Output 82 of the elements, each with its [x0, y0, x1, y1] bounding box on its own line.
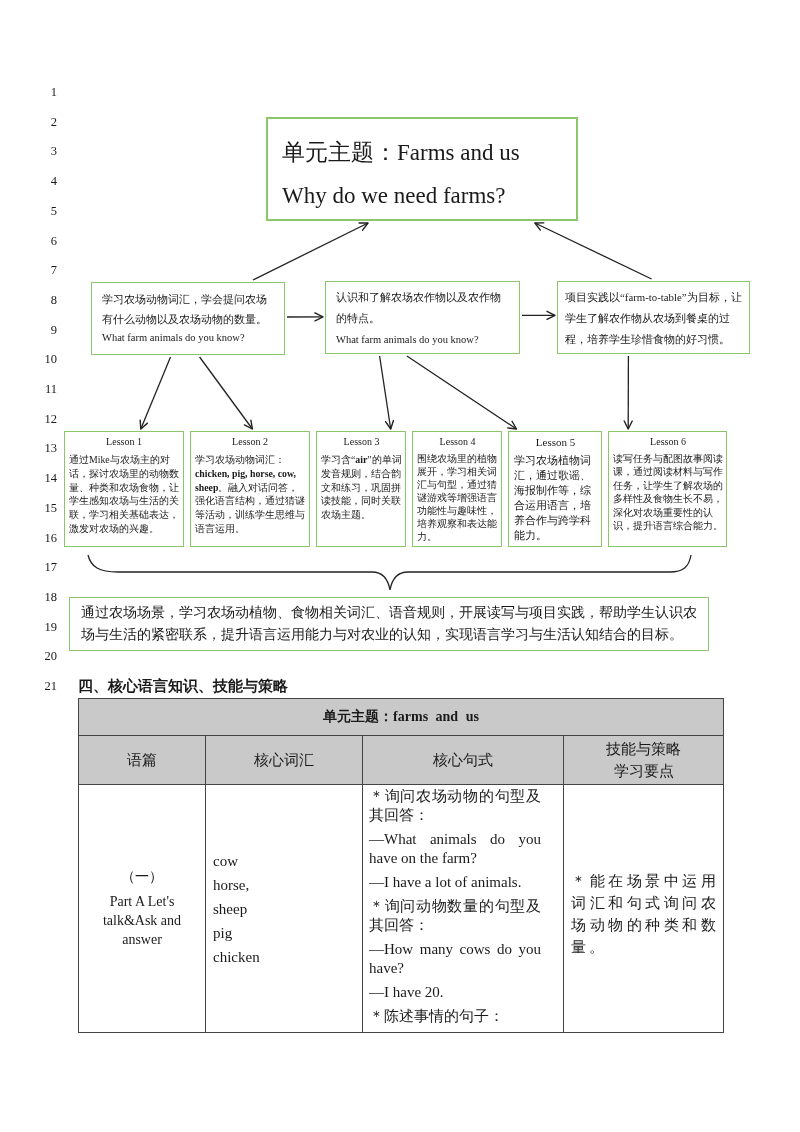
- line-number: 8: [50, 291, 57, 308]
- goal-box: [557, 281, 750, 354]
- lesson-box: [412, 431, 502, 547]
- lesson-title: Lesson 2: [232, 435, 268, 449]
- sentence-pattern: —I have a lot of animals.: [369, 873, 522, 892]
- section-heading: 四、核心语言知识、技能与策略: [78, 677, 288, 695]
- column-header: 核心句式: [362, 735, 564, 785]
- line-number: 12: [44, 410, 57, 427]
- goal-text: 学习农场动物词汇，学会提问农场有什么动物以及农场动物的数量。: [102, 292, 268, 327]
- line-number: 4: [50, 173, 57, 190]
- arrow: [406, 355, 518, 430]
- lesson-description: 读写任务与配图故事阅读课，通过阅读材料与写作任务，让学生了解农场的多样性及食物生长不易，深化对农场重要性的认识，提升语言综合能力。: [613, 452, 723, 533]
- line-number: 9: [50, 321, 57, 338]
- theme-title: 单元主题：Farms and us: [282, 139, 520, 167]
- line-number: 15: [44, 499, 57, 516]
- column-header: 语篇: [78, 735, 206, 785]
- guiding-question: Why do we need farms?: [282, 182, 506, 210]
- arrow: [623, 355, 633, 430]
- lesson-description: 学习含“air”的单词发音规则，结合韵文和练习，巩固拼读技能，同时关联农场主题。: [321, 453, 402, 522]
- sentence-pattern: ＊询问动物数量的句型及其回答：: [369, 897, 541, 935]
- vocabulary-word: pig: [213, 923, 233, 943]
- line-number: 14: [44, 470, 57, 487]
- lesson-title: Lesson 6: [650, 435, 686, 449]
- lesson-box: [608, 431, 727, 547]
- line-number: 13: [44, 440, 57, 457]
- part-number: （一）: [121, 868, 163, 886]
- lesson-box: [190, 431, 310, 547]
- lesson-box: [64, 431, 184, 547]
- lesson-title: Lesson 5: [535, 435, 576, 450]
- goal-text: 项目实践以“farm-to-table”为目标，让学生了解农作物从农场到餐桌的过程，培养学生珍惜食物的好习惯。: [565, 290, 743, 347]
- arrow: [139, 356, 172, 430]
- lesson-box: [316, 431, 406, 547]
- line-number: 1: [50, 84, 57, 100]
- lesson-title: Lesson 1: [106, 435, 142, 449]
- vocabulary-word: cow: [213, 851, 238, 871]
- guiding-question: What farm animals do you know?: [336, 333, 479, 347]
- goal-text: 认识和了解农场农作物以及农作物的特点。: [336, 290, 502, 326]
- line-number: 10: [44, 351, 57, 368]
- line-number: 3: [50, 143, 57, 160]
- line-number: 21: [44, 678, 57, 694]
- lesson-description: 围绕农场里的植物展开，学习相关词汇与句型，通过猜谜游戏等增强语言功能性与趣味性，培养观察和表达能力。: [417, 452, 498, 543]
- table-title: 单元主题：farms and us: [78, 698, 724, 736]
- vocabulary-word: horse,: [213, 875, 250, 895]
- line-number: 6: [50, 232, 57, 249]
- arrow: [252, 222, 369, 281]
- vocabulary-word: chicken: [213, 947, 260, 967]
- summary-text: 通过农场场景，学习农场动植物、食物相关词汇、语音规则，开展读写与项目实践，帮助学生认识农场与生活的紧密联系，提升语言运用能力与对农业的认知，实现语言学习与生活认知结合的目标。: [81, 604, 698, 644]
- lesson-title: Lesson 3: [343, 435, 380, 449]
- arrow: [378, 355, 395, 430]
- sentence-pattern: ＊询问农场动物的句型及其回答：: [369, 787, 541, 825]
- line-number: 16: [44, 529, 57, 546]
- column-header: 技能与策略学习要点: [563, 735, 724, 785]
- summary-box: [69, 597, 709, 651]
- line-number: 20: [44, 648, 57, 665]
- lesson-description: 学习农场动物词汇：chicken, pig, horse, cow, sheep。融入对话问答，强化语言结构，通过猜谜等活动，训练学生思维与语言运用。: [195, 453, 305, 536]
- line-number: 17: [44, 559, 57, 576]
- line-number: 5: [50, 202, 57, 219]
- theme-box: [266, 117, 578, 221]
- lesson-title: Lesson 4: [439, 435, 476, 449]
- line-number: 11: [44, 381, 57, 397]
- lesson-description: 通过Mike与农场主的对话，探讨农场里的动物数量、种类和农场食物，让学生感知农场与生活的关联，学习相关基础表达，激发对农场的兴趣。: [69, 453, 179, 536]
- vocabulary-word: sheep: [213, 899, 248, 919]
- goal-box: [91, 282, 285, 355]
- line-number: 7: [50, 262, 57, 279]
- line-number: 18: [44, 588, 57, 605]
- line-number: 2: [50, 113, 57, 130]
- sentence-pattern: —What animals do you have on the farm?: [369, 830, 541, 868]
- guiding-question: What farm animals do you know?: [102, 331, 245, 345]
- skill-note: ＊能在场景中运用词汇和句式询问农场动物的种类和数量。: [571, 872, 719, 957]
- arrow: [286, 312, 324, 322]
- lesson-description: 学习农场植物词汇，通过歌谣、海报制作等，综合运用语言，培养合作与跨学科能力。: [514, 453, 592, 543]
- goal-box: [325, 281, 520, 354]
- line-number: 19: [44, 618, 57, 635]
- arrow: [198, 356, 254, 430]
- column-header: 核心词汇: [205, 735, 363, 785]
- arrow: [534, 222, 653, 280]
- sentence-pattern: —How many cows do you have?: [369, 940, 541, 978]
- part-title: Part A Let's talk&Ask and answer: [101, 893, 183, 949]
- sentence-pattern: —I have 20.: [369, 983, 444, 1002]
- arrow: [521, 310, 556, 320]
- lesson-box: [508, 431, 602, 547]
- sentence-pattern: ＊陈述事情的句子：: [369, 1007, 504, 1026]
